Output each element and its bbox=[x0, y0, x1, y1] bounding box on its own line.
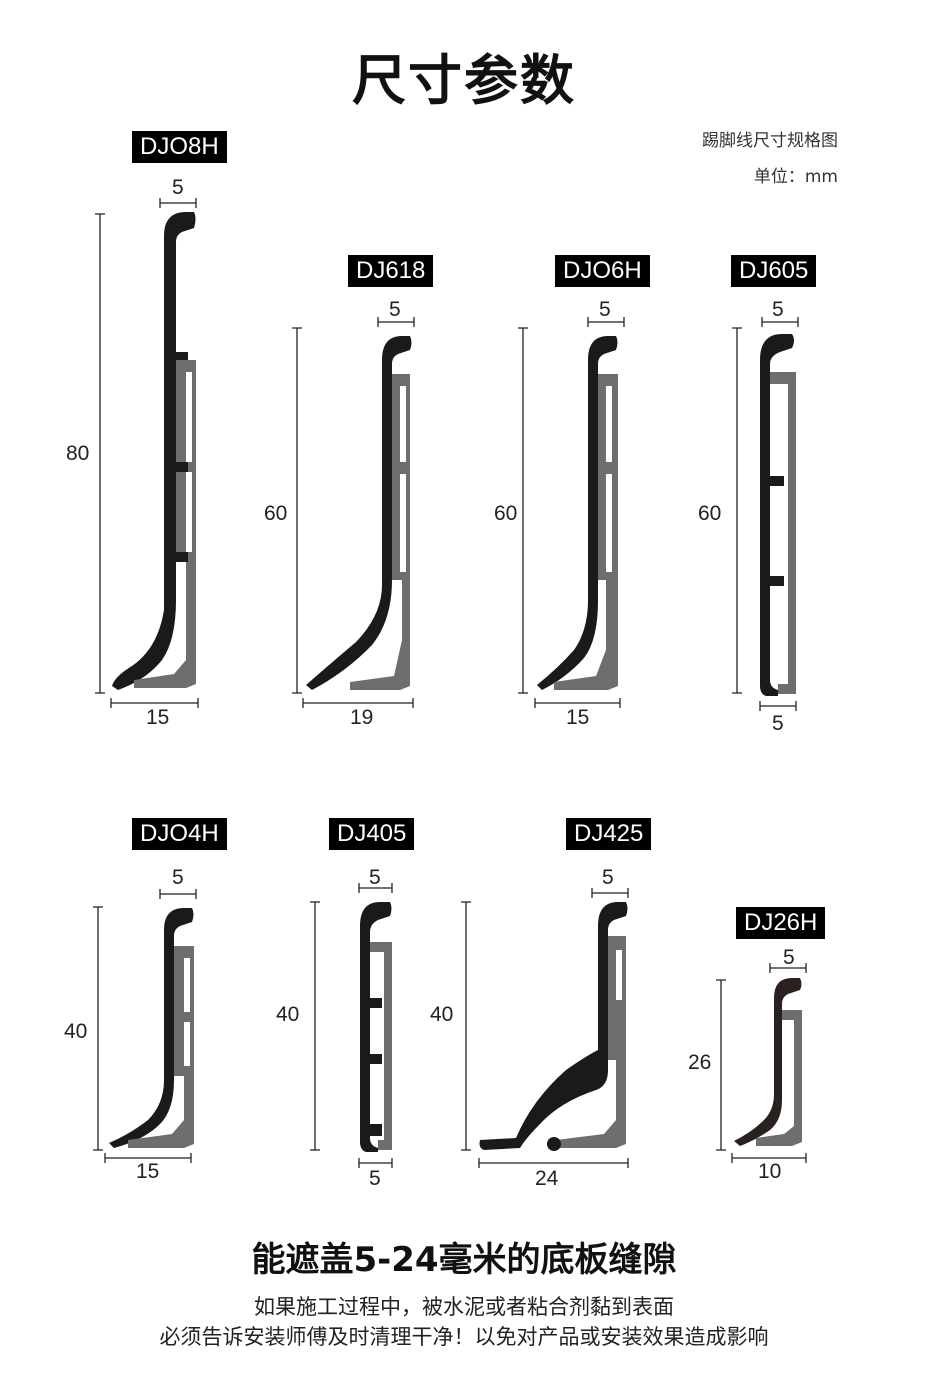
model-tag-dj26h: DJ26H bbox=[736, 907, 826, 939]
profile-djo8h bbox=[112, 212, 196, 690]
dim-height-dj605: 60 bbox=[698, 502, 722, 525]
coverage-headline: 能遮盖5-24毫米的底板缝隙 bbox=[251, 1240, 677, 1280]
model-tag-dj425: DJ425 bbox=[566, 818, 652, 850]
dim-bottom-dj26h: 10 bbox=[758, 1160, 782, 1183]
unit-label: 单位：mm bbox=[753, 167, 838, 187]
dim-height-djo8h: 80 bbox=[66, 442, 90, 465]
profile-dj605 bbox=[760, 334, 796, 696]
dim-bottom-djo4h: 15 bbox=[136, 1160, 160, 1183]
dim-height-djo6h: 60 bbox=[494, 502, 518, 525]
model-tag-djo4h: DJO4H bbox=[132, 818, 227, 850]
dim-top-dj405: 5 bbox=[369, 866, 381, 889]
page-title: 尺寸参数 bbox=[352, 49, 576, 112]
dim-top-dj618: 5 bbox=[389, 298, 401, 321]
dim-top-djo8h: 5 bbox=[172, 176, 184, 199]
model-tag-djo6h: DJO6H bbox=[555, 255, 650, 287]
profile-dj425 bbox=[479, 902, 628, 1151]
model-tag-dj405: DJ405 bbox=[329, 818, 415, 850]
install-note-line1: 如果施工过程中，被水泥或者粘合剂黏到表面 bbox=[254, 1295, 674, 1319]
profile-dj618 bbox=[306, 336, 412, 690]
dimension-lines bbox=[93, 198, 807, 1168]
dim-bottom-dj405: 5 bbox=[369, 1167, 381, 1190]
dim-height-dj405: 40 bbox=[276, 1003, 300, 1026]
dim-top-dj425: 5 bbox=[602, 866, 614, 889]
dim-height-dj26h: 26 bbox=[688, 1051, 712, 1074]
dim-height-dj425: 40 bbox=[430, 1003, 454, 1026]
dim-bottom-djo6h: 15 bbox=[566, 706, 590, 729]
dim-bottom-djo8h: 15 bbox=[146, 706, 170, 729]
profile-dj26h bbox=[734, 978, 802, 1146]
dim-bottom-dj605: 5 bbox=[772, 712, 784, 735]
dim-height-dj618: 60 bbox=[264, 502, 288, 525]
dim-top-djo4h: 5 bbox=[172, 866, 184, 889]
model-tag-dj618: DJ618 bbox=[348, 255, 434, 287]
profile-dj405 bbox=[360, 902, 392, 1152]
dim-top-dj26h: 5 bbox=[783, 946, 795, 969]
install-note-line2: 必须告诉安装师傅及时清理干净！以免对产品或安装效果造成影响 bbox=[159, 1325, 769, 1349]
dim-top-dj605: 5 bbox=[772, 298, 784, 321]
profile-djo4h bbox=[109, 908, 194, 1148]
dim-top-djo6h: 5 bbox=[599, 298, 611, 321]
profile-djo6h bbox=[537, 336, 618, 690]
model-tag-djo8h: DJO8H bbox=[132, 131, 227, 163]
model-tag-dj605: DJ605 bbox=[731, 255, 817, 287]
dim-bottom-dj618: 19 bbox=[350, 706, 374, 729]
dim-bottom-dj425: 24 bbox=[535, 1167, 559, 1190]
diagram-caption: 踢脚线尺寸规格图 bbox=[702, 131, 838, 151]
dim-height-djo4h: 40 bbox=[64, 1020, 88, 1043]
